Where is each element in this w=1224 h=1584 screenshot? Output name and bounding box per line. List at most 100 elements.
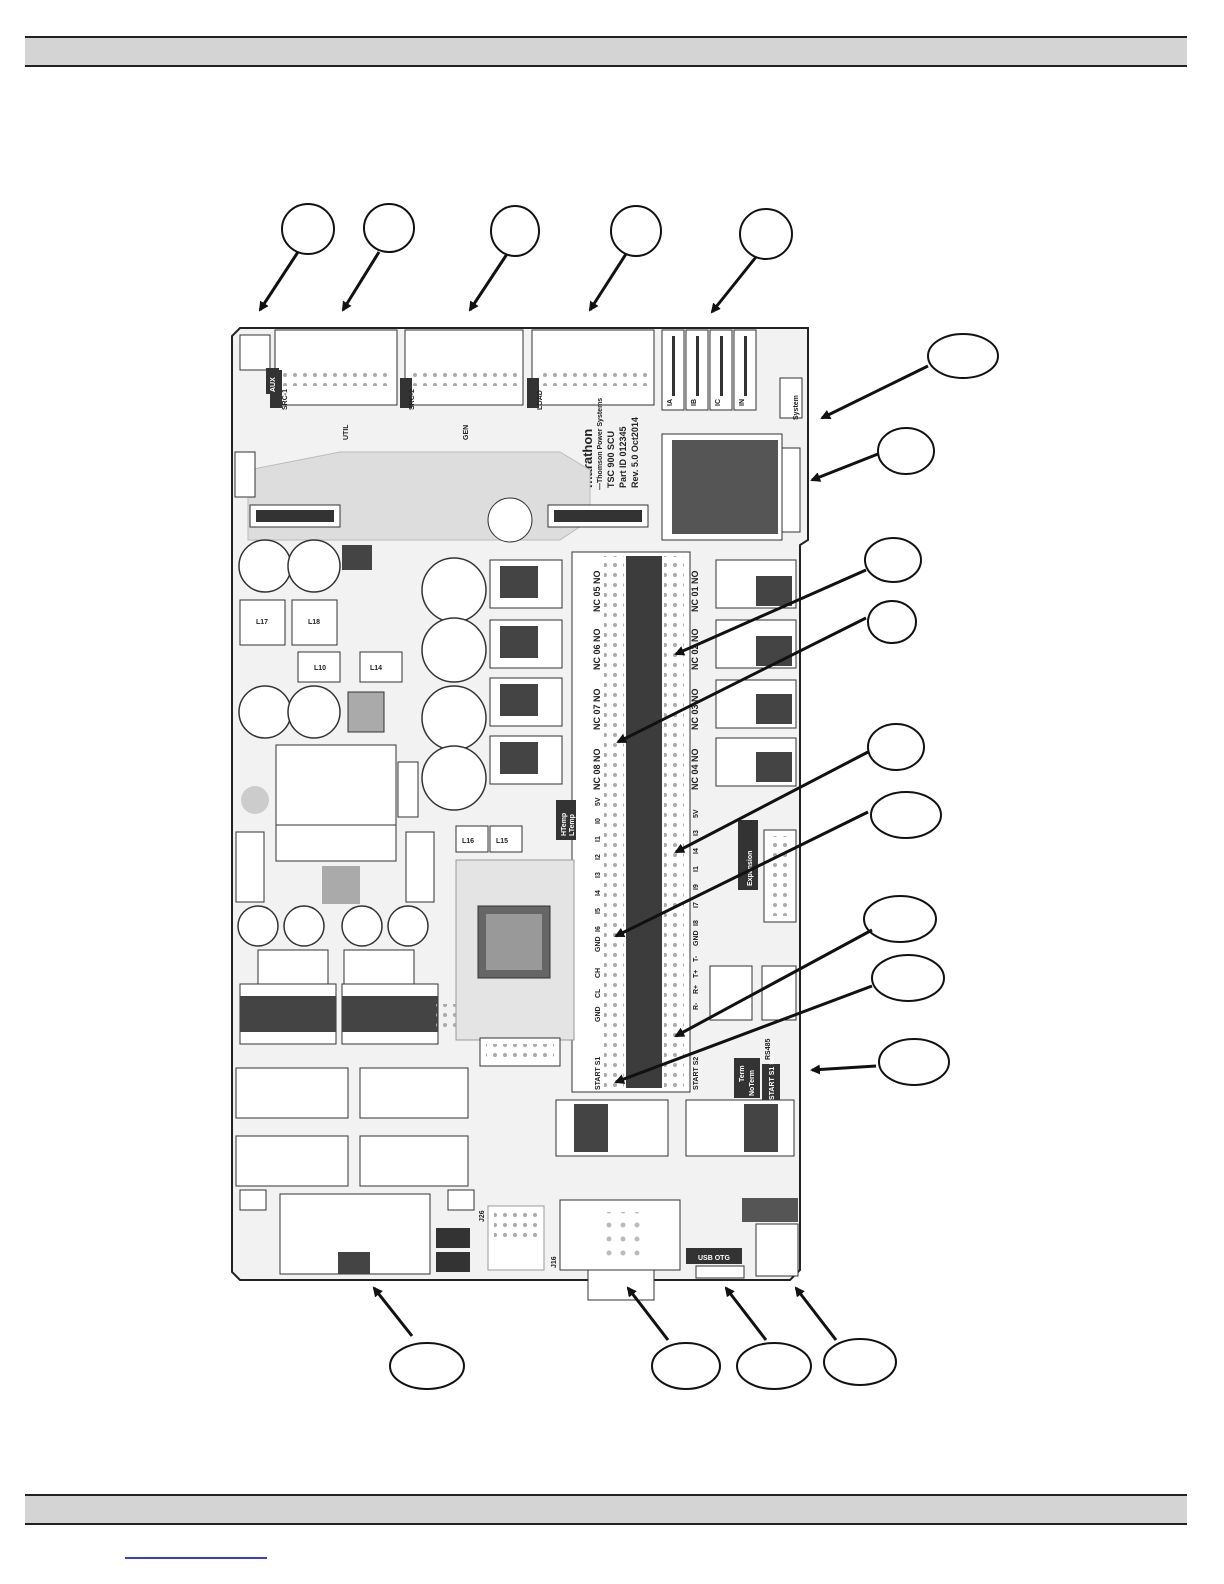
board-revision: Rev. 5.0 Oct2014	[630, 417, 640, 488]
inductor-l15: L15	[496, 838, 508, 845]
label-gen: GEN	[463, 425, 470, 440]
start-jumper-label: START S1 S2	[769, 1056, 776, 1100]
relay-label-04: NC 04 NO	[690, 748, 700, 790]
inductor-l10: L10	[314, 665, 326, 672]
ct-label-ib: IB	[691, 399, 698, 406]
connector-j26: J26	[479, 1210, 486, 1222]
comm-labels: CH CL GND START S1 START S2	[595, 968, 700, 1090]
io-left-i4: I4	[595, 890, 602, 896]
io-labels-right: GND I8 I7 I9 I1 I4 I3 5V	[693, 809, 700, 946]
inductor-l14: L14	[370, 665, 382, 672]
callout-arrow-11	[614, 810, 869, 938]
callout-circle-5	[739, 208, 793, 260]
callout-circle-18	[823, 1338, 897, 1386]
io-right-gnd: GND	[693, 930, 700, 946]
io-right-i1: I1	[693, 866, 700, 872]
relay-labels: NC 05 NO NC 06 NO NC 07 NO NC 08 NO NC 0…	[592, 570, 700, 790]
io-left-i6: I6	[595, 926, 602, 932]
label-util: UTIL	[343, 424, 350, 440]
callout-circle-15	[389, 1342, 465, 1390]
label-system: System	[793, 395, 800, 420]
callout-arrow-17	[724, 1286, 768, 1341]
callout-circle-12	[863, 895, 937, 943]
ct-label-ic: IC	[715, 399, 722, 406]
rs485-section: Term NoTerm START S1 S2 RS485	[709, 965, 797, 1100]
comm-label-cl: CL	[595, 988, 602, 998]
callout-circle-2	[363, 203, 415, 253]
callout-circle-14	[878, 1038, 950, 1086]
relay-label-03: NC 03 NO	[690, 688, 700, 730]
callout-arrow-3	[468, 253, 509, 312]
io-right-i7: I7	[693, 902, 700, 908]
rs485-label-rminus: R-	[693, 1002, 700, 1010]
ct-label-ia: IA	[667, 399, 674, 406]
callout-circle-4	[610, 205, 662, 257]
callout-circle-8	[864, 537, 922, 583]
rs485-labels: R- R+ T+ T-	[693, 955, 700, 1010]
callout-arrow-12	[674, 928, 873, 1038]
inductor-l17: L17	[256, 619, 268, 626]
mcu-section	[436, 859, 575, 1067]
temp-label-l: LTemp	[569, 814, 576, 836]
io-right-5v: 5V	[693, 809, 700, 818]
logo-sub: —Thomson Power Systems	[597, 398, 604, 490]
start-label-s2: START S2	[693, 1057, 700, 1090]
callout-circle-9	[867, 600, 917, 644]
relay-label-06: NC 06 NO	[592, 628, 602, 670]
footer-link-underline[interactable]	[125, 1557, 267, 1559]
term-label: Term	[739, 1065, 746, 1082]
terminal-strip	[571, 551, 691, 1093]
callout-arrow-8	[674, 568, 867, 656]
inductors: L16 L15 L17 L18 L10 L14	[256, 619, 523, 853]
callout-arrow-14	[810, 1064, 877, 1075]
callout-circle-13	[871, 954, 945, 1002]
start-label-s1: START S1	[595, 1057, 602, 1090]
usb-label: USB OTG	[698, 1255, 730, 1262]
ethernet-jack	[661, 433, 801, 541]
io-left-i0: I0	[595, 818, 602, 824]
callout-arrow-13	[614, 984, 873, 1084]
connector-j16: J16	[551, 1256, 558, 1268]
callout-circle-17	[736, 1342, 812, 1390]
label-aux: AUX	[270, 377, 277, 392]
callout-arrow-1	[258, 251, 300, 312]
callout-circle-6	[927, 333, 999, 379]
inductor-l18: L18	[308, 619, 320, 626]
callout-arrow-9	[616, 616, 867, 744]
relays-left	[489, 559, 563, 785]
relay-label-01: NC 01 NO	[690, 570, 700, 612]
callout-arrow-2	[341, 251, 381, 312]
io-right-i4: I4	[693, 848, 700, 854]
bottom-connectors: J16 J26 USB OTG	[436, 1198, 799, 1301]
label-load: LOAD	[537, 390, 544, 410]
callout-layer	[258, 203, 999, 1390]
relay-label-07: NC 07 NO	[592, 688, 602, 730]
relay-label-08: NC 08 NO	[592, 748, 602, 790]
power-section	[234, 451, 649, 1275]
board-model: TSC 900 SCU	[606, 431, 616, 488]
label-src1: SRC-1	[282, 389, 289, 410]
callout-arrow-16	[626, 1286, 670, 1341]
relay-label-02: NC 02 NO	[690, 628, 700, 670]
comm-label-ch: CH	[595, 968, 602, 978]
board-part-id: Part ID 012345	[618, 426, 628, 488]
rs485-label-rplus: R+	[693, 985, 700, 994]
callout-circle-11	[870, 791, 942, 839]
io-left-i3: I3	[595, 872, 602, 878]
io-right-i8: I8	[693, 920, 700, 926]
rs485-label-tplus: T+	[693, 970, 700, 978]
callout-arrow-18	[794, 1286, 838, 1341]
io-left-5v: 5V	[595, 797, 602, 806]
callout-circle-10	[867, 723, 925, 771]
rs485-text: RS485	[765, 1038, 772, 1060]
callout-arrow-7	[810, 452, 879, 482]
top-connector-labels: AUX SRC-1 UTIL SRC-2 GEN LOAD IA IB IC I…	[266, 368, 800, 440]
bottom-relays	[555, 1099, 795, 1157]
comm-label-gnd: GND	[595, 1006, 602, 1022]
temp-labels: HTemp LTemp	[556, 800, 576, 840]
top-connectors	[239, 329, 803, 419]
io-right-i3: I3	[693, 830, 700, 836]
io-left-i5: I5	[595, 908, 602, 914]
callout-arrow-15	[372, 1286, 414, 1337]
